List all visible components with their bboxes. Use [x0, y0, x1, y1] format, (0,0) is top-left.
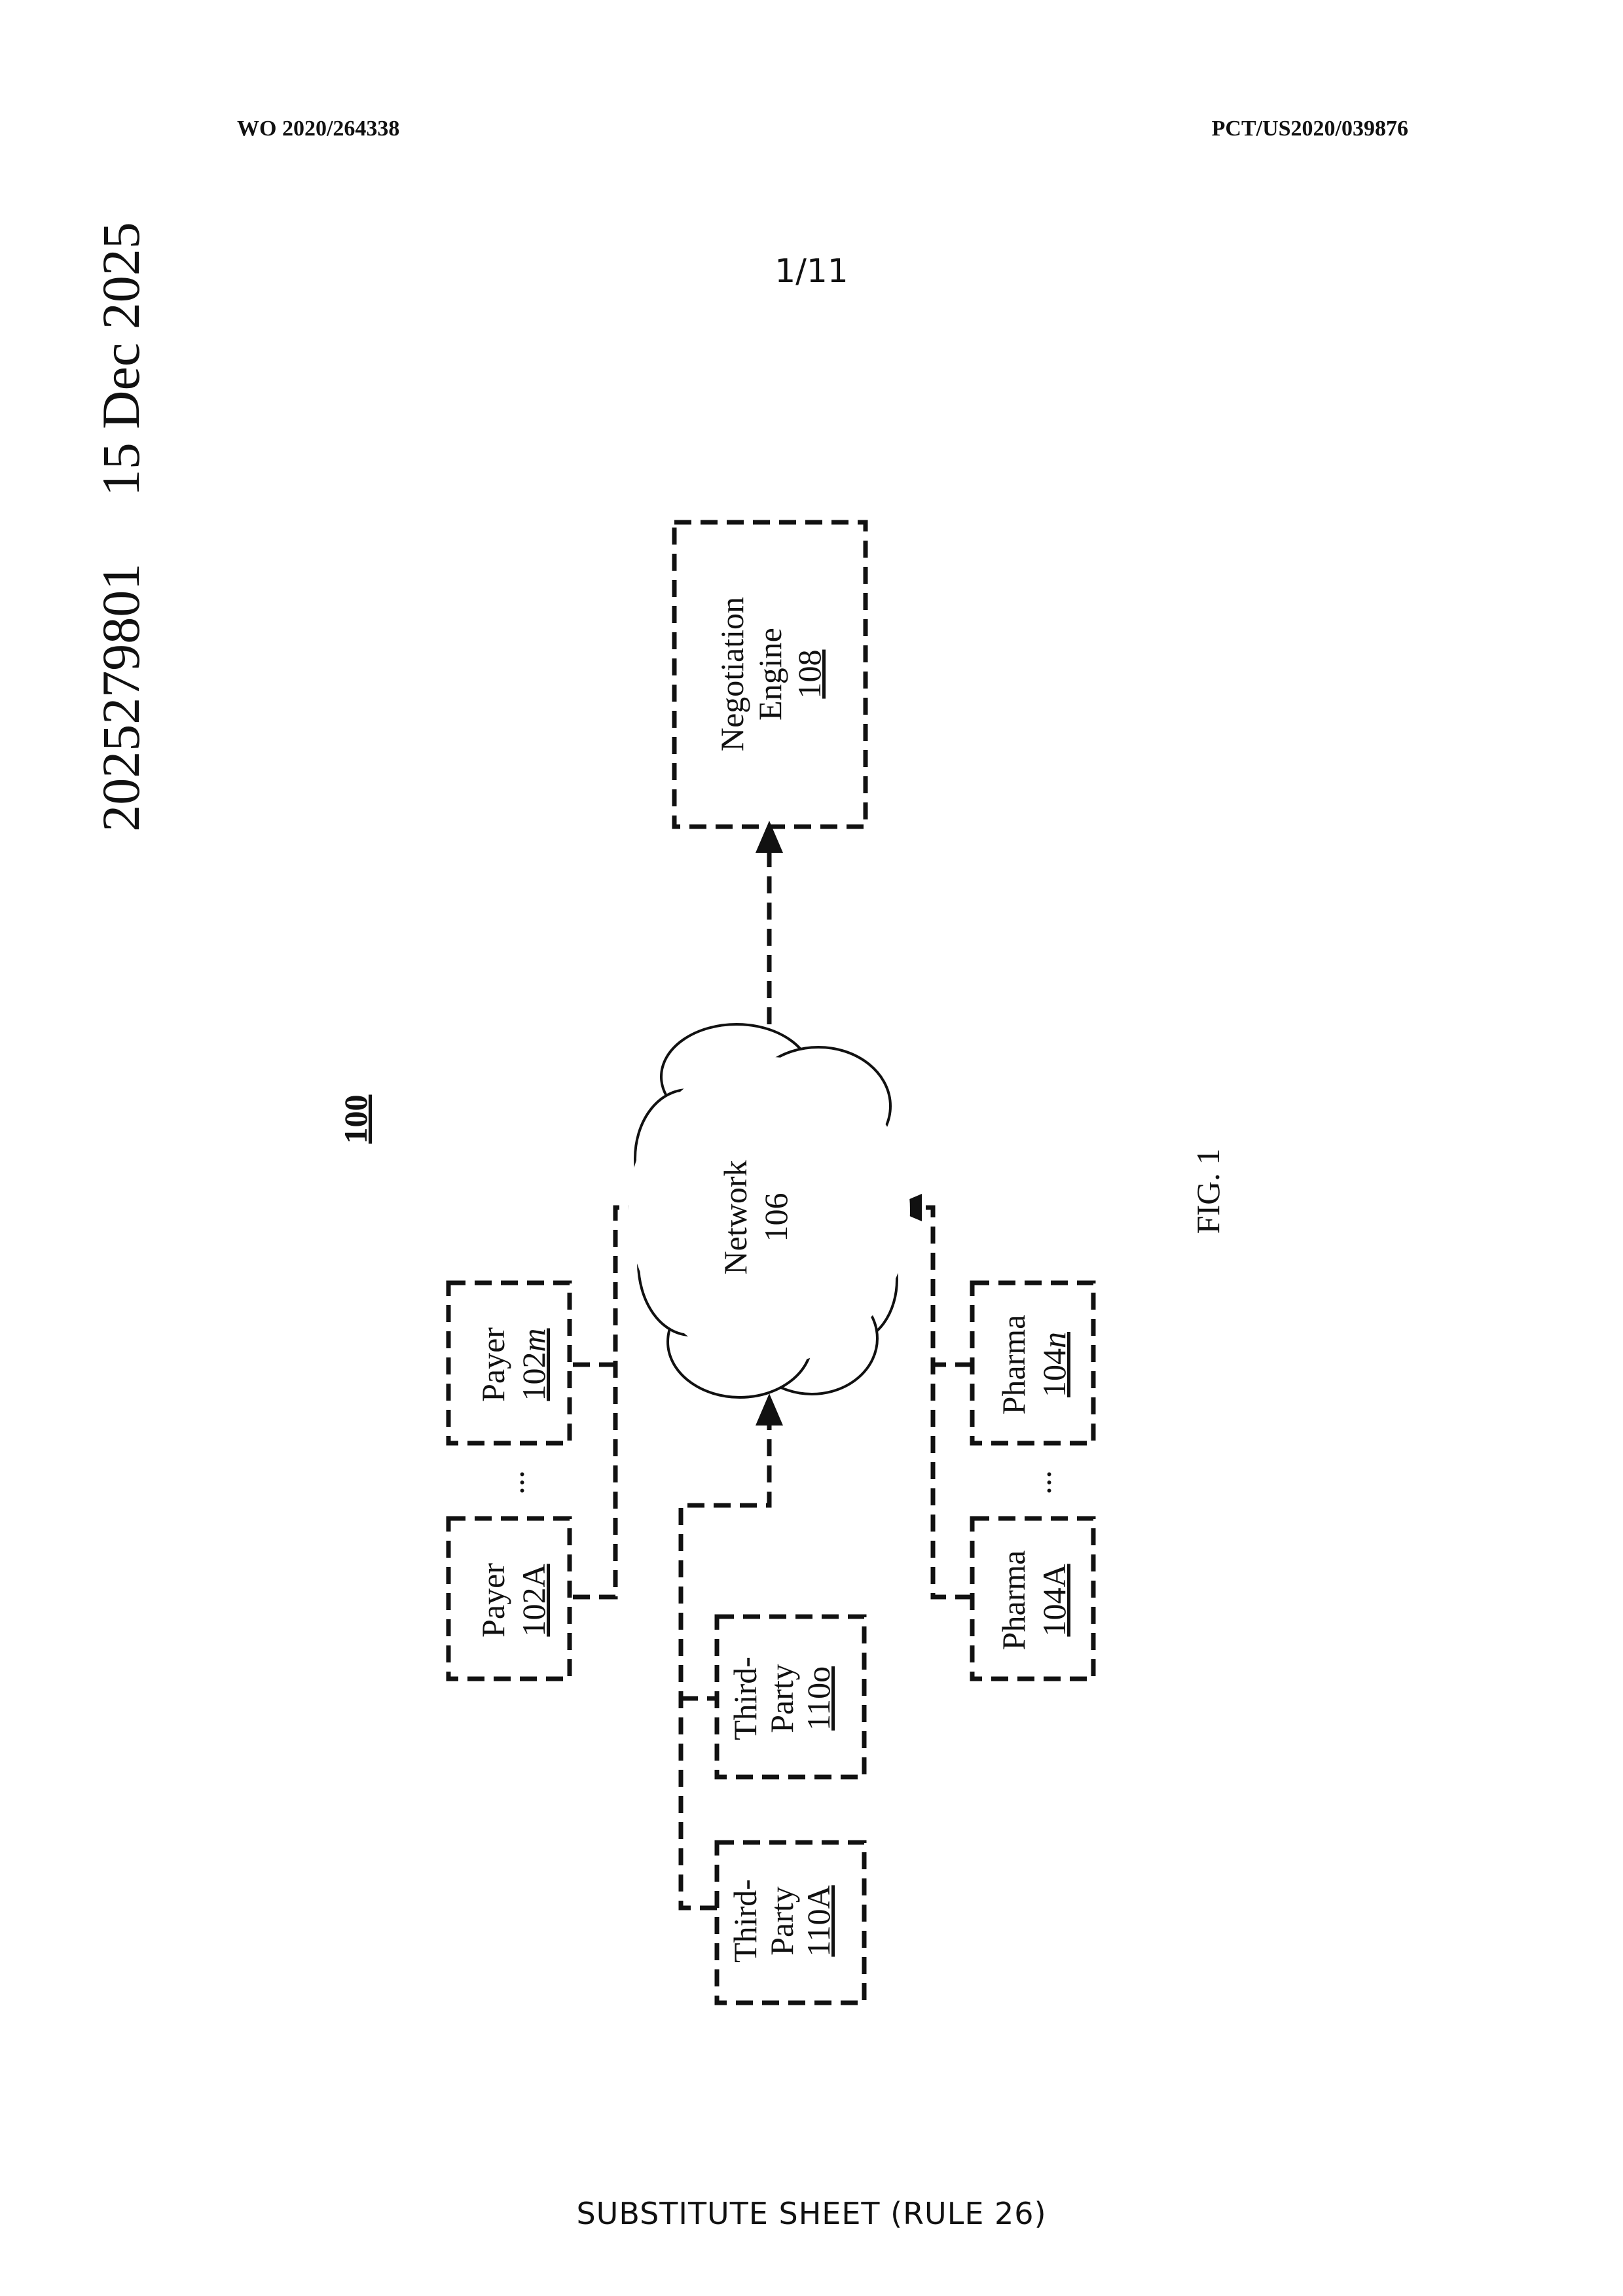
engine-ref: 108 — [791, 650, 828, 699]
figure-ref: 100 — [337, 1095, 374, 1144]
payer-a-ref: 102A — [515, 1564, 552, 1636]
engine-label-line2: Engine — [752, 628, 788, 721]
figure-caption: FIG. 1 — [1190, 1149, 1226, 1234]
third-party-a-node: Third- Party 110A — [717, 1842, 864, 2003]
network-ref: 106 — [757, 1193, 794, 1242]
third-party-o-node: Third- Party 110o — [717, 1617, 864, 1777]
pharma-n-ref: 104n — [1036, 1332, 1072, 1397]
third-party-o-label-line2: Party — [763, 1664, 800, 1733]
network-cloud: Network 106 — [629, 1024, 910, 1397]
pharma-n-label: Pharma — [995, 1315, 1032, 1415]
payer-m-node: Payer 102m — [448, 1283, 570, 1443]
engine-label-line1: Negotiation — [714, 597, 750, 751]
connector-payers-network — [573, 1208, 648, 1597]
pharma-n-node: Pharma 104n — [972, 1283, 1093, 1443]
third-party-a-label-line2: Party — [763, 1886, 800, 1956]
pharma-a-ref: 104A — [1036, 1564, 1072, 1636]
pharma-a-label: Pharma — [995, 1551, 1032, 1651]
payer-ellipsis: ... — [494, 1470, 531, 1495]
negotiation-engine-node: Negotiation Engine 108 — [674, 522, 866, 827]
third-party-o-ref: 110o — [800, 1666, 837, 1731]
third-party-a-label-line1: Third- — [727, 1879, 763, 1963]
payer-m-label: Payer — [475, 1327, 511, 1402]
connector-pharma-network — [903, 1208, 972, 1597]
payer-a-label: Payer — [475, 1563, 511, 1638]
pharma-a-node: Pharma 104A — [972, 1518, 1093, 1679]
network-label: Network — [717, 1160, 754, 1275]
payer-m-ref: 102m — [515, 1328, 552, 1401]
pharma-ellipsis: ... — [1021, 1470, 1058, 1495]
payer-a-node: Payer 102A — [448, 1518, 570, 1679]
third-party-a-ref: 110A — [800, 1885, 837, 1956]
footer-note: SUBSTITUTE SHEET (RULE 26) — [0, 2196, 1623, 2231]
third-party-o-label-line1: Third- — [727, 1657, 763, 1740]
